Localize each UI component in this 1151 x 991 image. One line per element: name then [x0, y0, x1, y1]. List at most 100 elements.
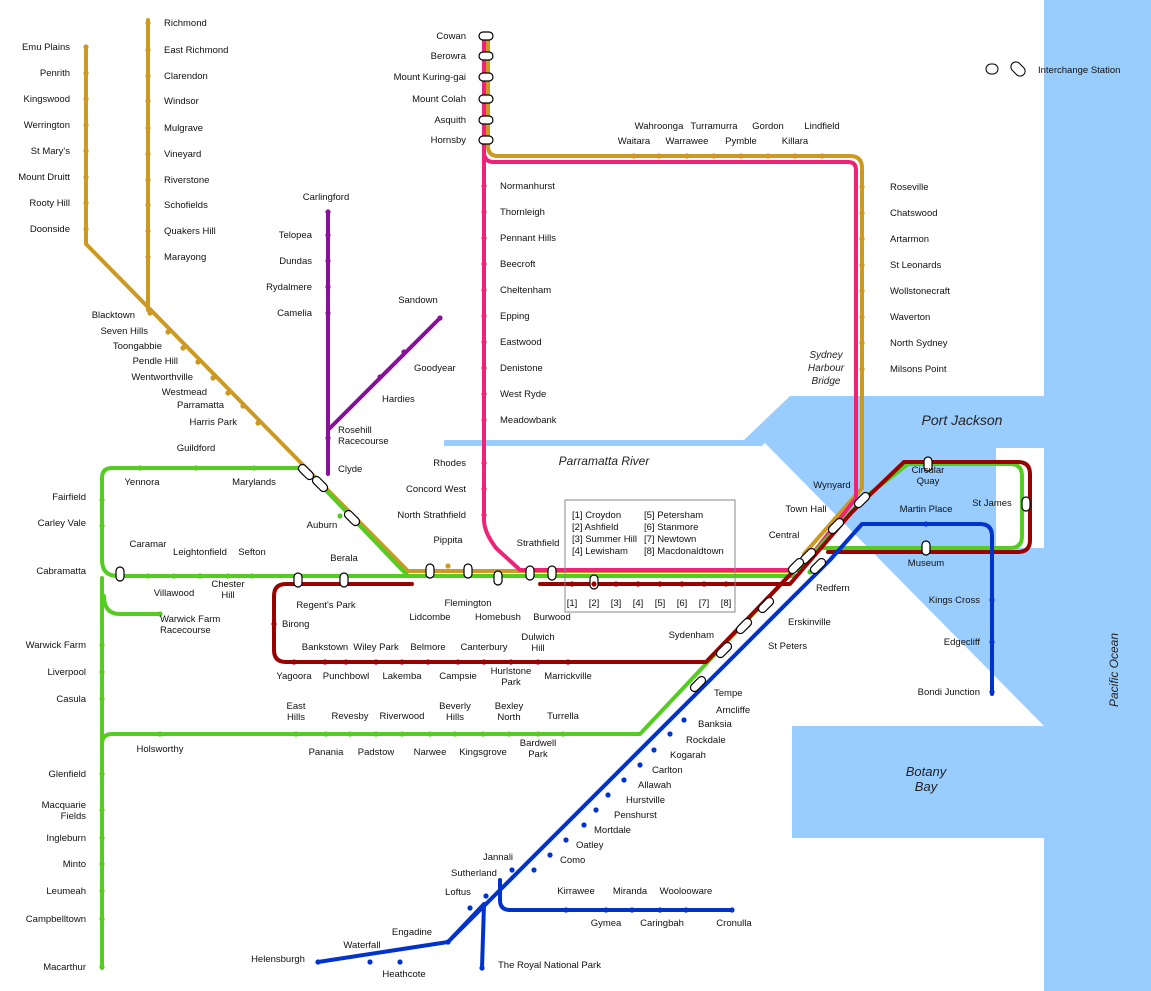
station-label-st-james[interactable]: St James — [972, 498, 1012, 509]
station-label-kingswood[interactable]: Kingswood — [24, 94, 70, 105]
station-label-warwick-farm[interactable]: Warwick Farm — [26, 640, 86, 651]
station-label-waverton[interactable]: Waverton — [890, 312, 930, 323]
station-label-marayong[interactable]: Marayong — [164, 252, 206, 263]
station-label-waterfall[interactable]: Waterfall — [343, 940, 380, 951]
station-label-eastwood[interactable]: Eastwood — [500, 337, 542, 348]
station-label-oatley[interactable]: Oatley — [576, 840, 604, 851]
station-label-riverwood[interactable]: Riverwood — [380, 711, 425, 722]
station-label-cheltenham[interactable]: Cheltenham — [500, 285, 551, 296]
station-label-berowra[interactable]: Berowra — [431, 51, 467, 62]
station-label-clyde[interactable]: Clyde — [338, 464, 362, 475]
station-label-st-peters[interactable]: St Peters — [768, 641, 807, 652]
station-label-harris-park[interactable]: Harris Park — [189, 417, 237, 428]
station-label-hardies[interactable]: Hardies — [382, 394, 415, 405]
station-label-mount-druitt[interactable]: Mount Druitt — [18, 172, 70, 183]
station-label-penshurst[interactable]: Penshurst — [614, 810, 657, 821]
station-label-milsons-point[interactable]: Milsons Point — [890, 364, 947, 375]
station-label-burwood[interactable]: Burwood — [533, 612, 571, 623]
station-label-st-mary-s[interactable]: St Mary's — [31, 146, 71, 157]
station-label-thornleigh[interactable]: Thornleigh — [500, 207, 545, 218]
station-label-seven-hills[interactable]: Seven Hills — [100, 326, 148, 337]
station-label-parramatta[interactable]: Parramatta — [177, 400, 225, 411]
station-label-west-ryde[interactable]: West Ryde — [500, 389, 546, 400]
station-label-werrington[interactable]: Werrington — [24, 120, 70, 131]
station-label-schofields[interactable]: Schofields — [164, 200, 208, 211]
station-label-riverstone[interactable]: Riverstone — [164, 175, 209, 186]
station-label-penrith[interactable]: Penrith — [40, 68, 70, 79]
station-label-wiley-park[interactable]: Wiley Park — [353, 642, 399, 653]
station-label-rooty-hill[interactable]: Rooty Hill — [29, 198, 70, 209]
station-label-cronulla[interactable]: Cronulla — [716, 918, 752, 929]
station-label-beecroft[interactable]: Beecroft — [500, 259, 536, 270]
station-label-miranda[interactable]: Miranda — [613, 886, 648, 897]
station-label-pendle-hill[interactable]: Pendle Hill — [133, 356, 178, 367]
station-label-blacktown[interactable]: Blacktown — [92, 310, 135, 321]
station-label-quakers-hill[interactable]: Quakers Hill — [164, 226, 216, 237]
station-label-erskinville[interactable]: Erskinville — [788, 617, 831, 628]
station-label-lindfield[interactable]: Lindfield — [804, 121, 839, 132]
station-label-holsworthy[interactable]: Holsworthy — [137, 744, 184, 755]
station-label-ingleburn[interactable]: Ingleburn — [46, 833, 86, 844]
station-label-sandown[interactable]: Sandown — [398, 295, 438, 306]
station-label-wynyard[interactable]: Wynyard — [813, 480, 850, 491]
station-label-kingsgrove[interactable]: Kingsgrove — [459, 747, 507, 758]
station-label-central[interactable]: Central — [769, 530, 800, 541]
station-label-birong[interactable]: Birong — [282, 619, 309, 630]
station-label-campsie[interactable]: Campsie — [439, 671, 477, 682]
station-label-wollstonecraft[interactable]: Wollstonecraft — [890, 286, 950, 297]
station-label-sefton[interactable]: Sefton — [238, 547, 265, 558]
station-label-padstow[interactable]: Padstow — [358, 747, 395, 758]
station-label-warrawee[interactable]: Warrawee — [666, 136, 709, 147]
station-label-woolooware[interactable]: Woolooware — [660, 886, 713, 897]
station-label-wahroonga[interactable]: Wahroonga — [635, 121, 684, 132]
station-label-pennant-hills[interactable]: Pennant Hills — [500, 233, 556, 244]
station-label-wentworthville[interactable]: Wentworthville — [131, 372, 193, 383]
station-label-jannali[interactable]: Jannali — [483, 852, 513, 863]
station-label-rockdale[interactable]: Rockdale — [686, 735, 726, 746]
station-label-marrickville[interactable]: Marrickville — [544, 671, 592, 682]
station-label-martin-place[interactable]: Martin Place — [900, 504, 953, 515]
station-label-yagoora[interactable]: Yagoora — [276, 671, 312, 682]
station-label-allawah[interactable]: Allawah — [638, 780, 671, 791]
station-label-sutherland[interactable]: Sutherland — [451, 868, 497, 879]
station-label-auburn[interactable]: Auburn — [307, 520, 338, 531]
station-label-toongabbie[interactable]: Toongabbie — [113, 341, 162, 352]
station-label-casula[interactable]: Casula — [56, 694, 86, 705]
station-label-redfern[interactable]: Redfern — [816, 583, 850, 594]
station-label-como[interactable]: Como — [560, 855, 585, 866]
station-label-yennora[interactable]: Yennora — [124, 477, 160, 488]
station-label-mortdale[interactable]: Mortdale — [594, 825, 631, 836]
station-label-mulgrave[interactable]: Mulgrave — [164, 123, 203, 134]
station-label-richmond[interactable]: Richmond — [164, 18, 207, 29]
station-label-kogarah[interactable]: Kogarah — [670, 750, 706, 761]
station-label-fairfield[interactable]: Fairfield — [52, 492, 86, 503]
station-label-emu-plains[interactable]: Emu Plains — [22, 42, 70, 53]
station-label-punchbowl[interactable]: Punchbowl — [323, 671, 369, 682]
station-label-windsor[interactable]: Windsor — [164, 96, 199, 107]
station-label-east-richmond[interactable]: East Richmond — [164, 45, 228, 56]
station-label-arncliffe[interactable]: Arncliffe — [716, 705, 750, 716]
station-label-guildford[interactable]: Guildford — [177, 443, 216, 454]
station-label-carlton[interactable]: Carlton — [652, 765, 683, 776]
station-label-banksia[interactable]: Banksia — [698, 719, 733, 730]
station-label-waitara[interactable]: Waitara — [618, 136, 651, 147]
station-label-gymea[interactable]: Gymea — [591, 918, 622, 929]
station-label-loftus[interactable]: Loftus — [445, 887, 471, 898]
station-label-westmead[interactable]: Westmead — [162, 387, 207, 398]
station-label-goodyear[interactable]: Goodyear — [414, 363, 456, 374]
station-label-artarmon[interactable]: Artarmon — [890, 234, 929, 245]
station-label-asquith[interactable]: Asquith — [434, 115, 466, 126]
station-label-concord-west[interactable]: Concord West — [406, 484, 466, 495]
station-label-dundas[interactable]: Dundas — [279, 256, 312, 267]
station-label-edgecliff[interactable]: Edgecliff — [944, 637, 981, 648]
station-label-epping[interactable]: Epping — [500, 311, 530, 322]
station-label-flemington[interactable]: Flemington — [445, 598, 492, 609]
station-label-engadine[interactable]: Engadine — [392, 927, 432, 938]
station-label-denistone[interactable]: Denistone — [500, 363, 543, 374]
